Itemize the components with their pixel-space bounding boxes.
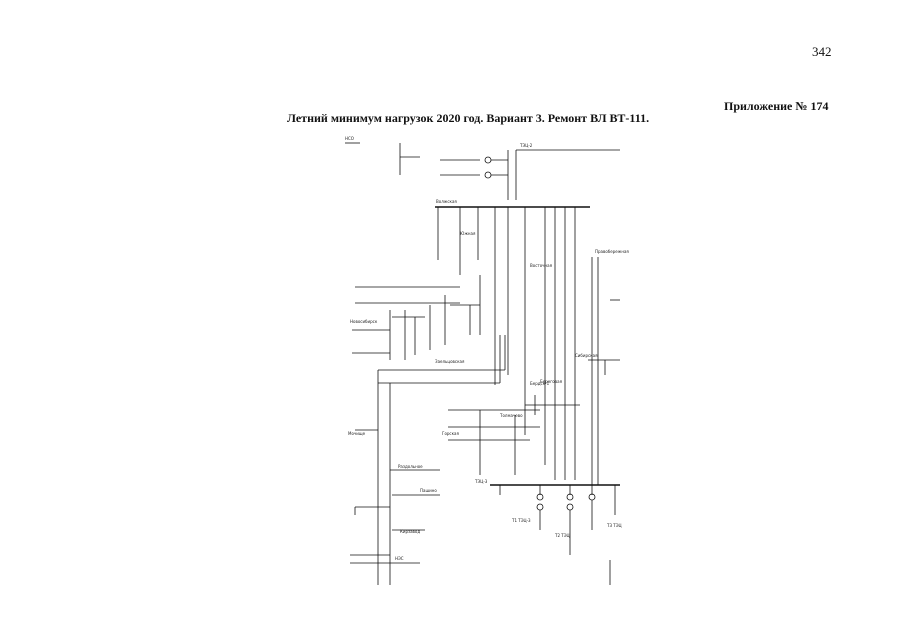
label-zaeltsovskaya: Заельцовская — [435, 359, 465, 364]
network-diagram: Волжская Бердск-1 Новосибирск Раздольное… — [330, 135, 630, 595]
label-vostochnaya: Восточная — [530, 263, 553, 268]
label-nes: НЭС — [395, 556, 404, 561]
page-title: Летний минимум нагрузок 2020 год. Вариан… — [287, 111, 650, 125]
label-gorskaya: Горская — [442, 431, 459, 436]
label-beregovaya: Береговая — [540, 379, 563, 384]
label-tec2: ТЭЦ-2 — [519, 143, 533, 148]
label-volzhskaya: Волжская — [436, 199, 457, 204]
label-tolmachevo: Толмачево — [499, 413, 523, 418]
label-nso: НСО — [345, 136, 354, 141]
label-t2-tec: Т2 ТЭЦ — [554, 533, 570, 538]
label-sibirskaya: Сибирская — [575, 353, 598, 358]
label-mochische: Мочище — [348, 431, 366, 436]
label-kirzavod: Кирзавод — [400, 529, 420, 534]
label-t1-tec3: Т1 ТЭЦ-3 — [511, 518, 531, 523]
label-pravoberezhnaya: Правобережная — [595, 249, 629, 254]
diagram-labels: Волжская Бердск-1 Новосибирск Раздольное… — [345, 136, 629, 561]
label-novosibirsk: Новосибирск — [350, 319, 378, 324]
label-tec3: ТЭЦ-3 — [474, 479, 488, 484]
label-pashino: Пашино — [420, 488, 437, 493]
label-berdsk: Бердск-1 — [530, 381, 550, 386]
network-diagram-svg: Волжская Бердск-1 Новосибирск Раздольное… — [345, 136, 629, 585]
label-yuzhnaya: Южная — [460, 231, 476, 236]
label-razdolnoe: Раздольное — [398, 464, 423, 469]
appendix-label: Приложение № 174 — [724, 99, 829, 113]
diagram-lines — [345, 142, 620, 585]
label-t3-tec: Т3 ТЭЦ — [606, 523, 622, 528]
page-number: 342 — [812, 44, 832, 59]
